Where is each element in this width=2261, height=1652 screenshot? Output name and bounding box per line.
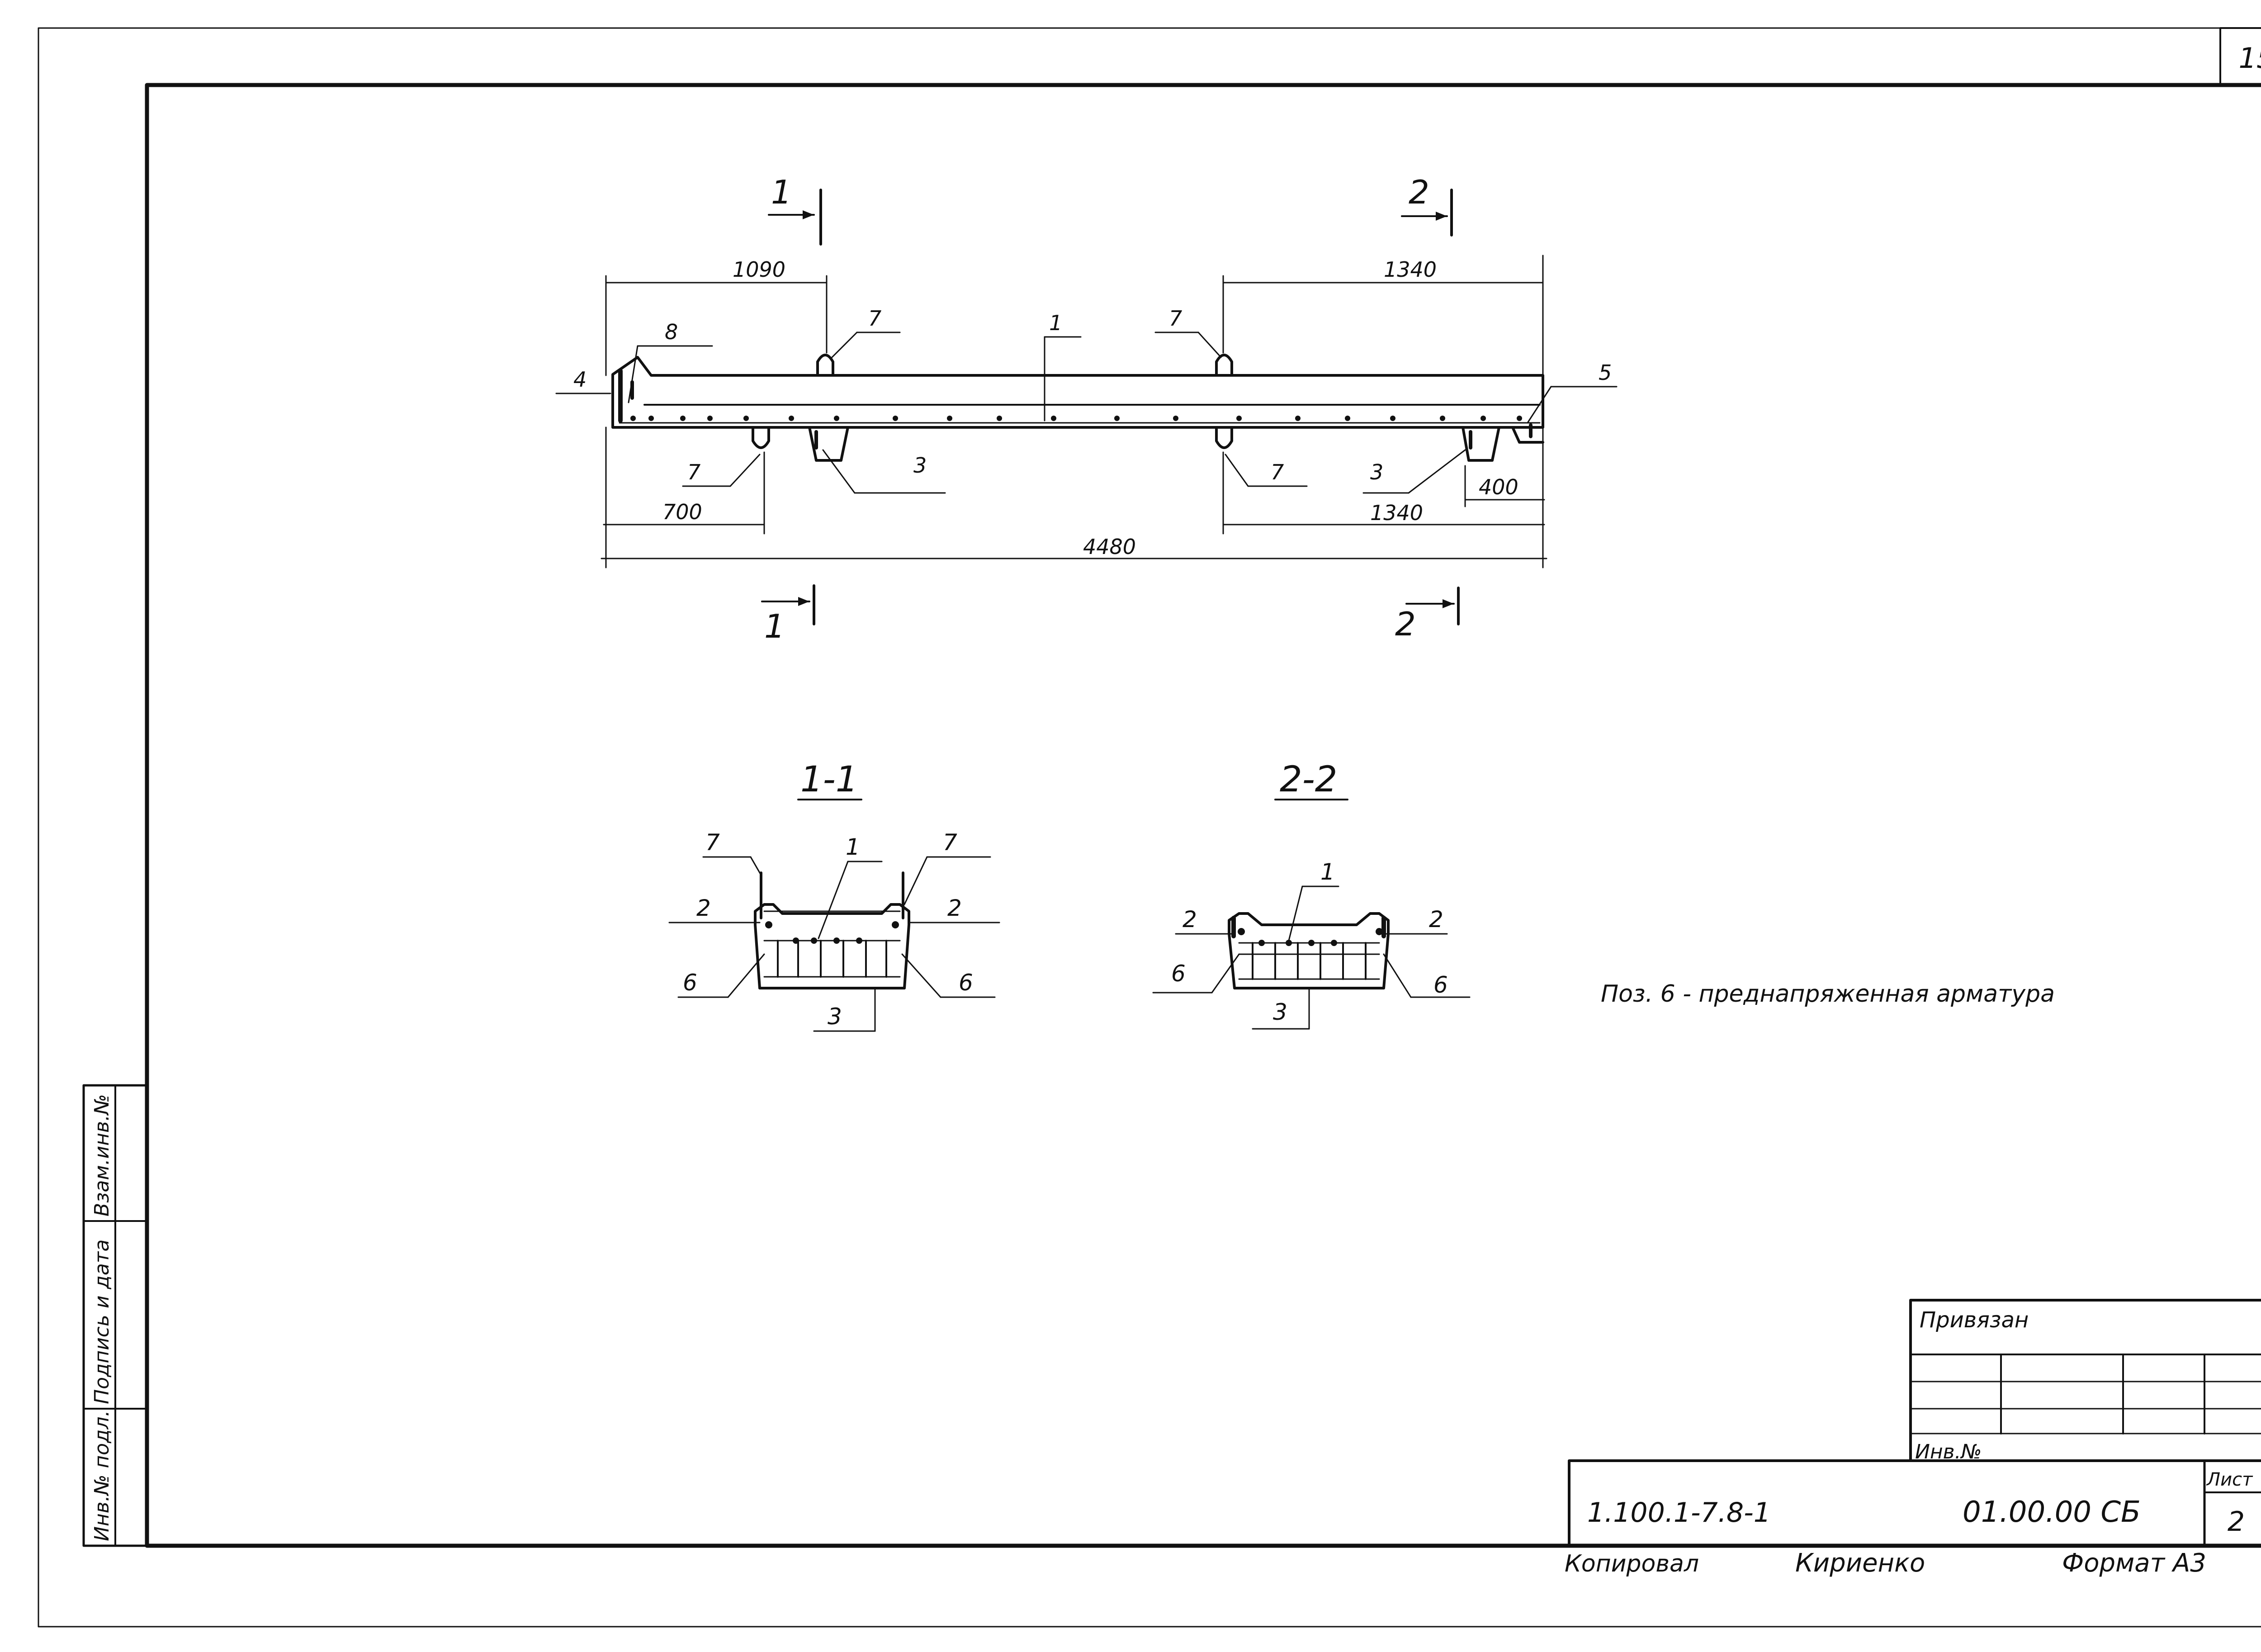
callout-5: 5	[1599, 360, 1612, 385]
dim-400: 400	[1479, 475, 1518, 499]
callout-3-right: 3	[1370, 460, 1383, 484]
callout-7-top-left: 7	[868, 306, 881, 331]
strand-dots	[630, 416, 1522, 421]
dim-1090: 1090	[733, 257, 785, 282]
section-1-1: 1-1	[668, 759, 1000, 1032]
section-2-2: 2-2 1 2 2 6	[1152, 759, 1471, 1030]
s2-callout-1: 1	[1320, 859, 1335, 885]
section-1-mark-top: 1	[771, 173, 792, 211]
prestress-note: Поз. 6 - преднапряженная арматура	[1601, 980, 2055, 1008]
callout-4: 4	[573, 367, 587, 392]
list-number: 2	[2228, 1506, 2245, 1538]
title-block: Привязан Инв.№ 1.100.1-7.8-1 01.00.00 СБ…	[1565, 1299, 2261, 1578]
copied-name: Кириенко	[1795, 1548, 1925, 1578]
leaders	[555, 331, 1618, 494]
section-1-leaders	[668, 856, 1000, 1032]
callout-7-bottom-left: 7	[687, 460, 700, 484]
format-label: Формат А3	[2062, 1548, 2206, 1578]
dim-1340-bottom: 1340	[1370, 501, 1423, 525]
s2-callout-6-right: 6	[1433, 972, 1448, 998]
section-1-mark-bottom: 1	[764, 607, 785, 645]
dim-700: 700	[662, 500, 702, 524]
s1-callout-6-right: 6	[959, 970, 973, 996]
dim-4480: 4480	[1083, 535, 1136, 559]
stamp-cell-podpis: Подпись и дата	[90, 1240, 114, 1404]
page-number: 15	[2239, 42, 2261, 75]
section-2-title: 2-2	[1280, 759, 1337, 800]
inner-frame	[145, 83, 2261, 1548]
outer-frame	[38, 27, 2261, 1628]
stamp-cell-inv-podl: Инв.№ подл.	[90, 1410, 114, 1541]
elevation-view: 1090 1340 700 1340 400 4480	[555, 173, 1618, 645]
dim-1340-top: 1340	[1384, 257, 1437, 282]
section-2-mark-bottom: 2	[1395, 605, 1416, 643]
s1-callout-2-right: 2	[947, 895, 962, 921]
callout-7-bottom-right: 7	[1271, 460, 1284, 484]
doc-code: 1.100.1-7.8-1	[1587, 1497, 1771, 1529]
s2-callout-6-left: 6	[1171, 961, 1186, 987]
page-number-box: 15	[2219, 27, 2261, 86]
section-2-leaders	[1152, 885, 1471, 1030]
s1-callout-7-right: 7	[943, 829, 957, 856]
section-1-title: 1-1	[800, 759, 858, 800]
drawing-code: 01.00.00 СБ	[1963, 1496, 2141, 1529]
callout-7-top-right: 7	[1169, 306, 1182, 331]
stamp-cell-vzam: Взам.инв.№	[90, 1094, 114, 1217]
dimension-lines	[601, 255, 1547, 568]
s2-callout-2-left: 2	[1183, 906, 1197, 933]
section-2-mark-top: 2	[1409, 173, 1429, 211]
s1-callout-3: 3	[828, 1004, 842, 1030]
privyazan-label: Привязан	[1920, 1307, 2029, 1333]
section-marks	[761, 189, 1460, 625]
s1-callout-2-left: 2	[696, 895, 711, 921]
callout-3-left: 3	[913, 453, 927, 478]
s1-callout-7-left: 7	[705, 829, 720, 856]
s2-callout-2-right: 2	[1429, 906, 1443, 933]
s1-callout-1: 1	[846, 834, 860, 860]
copied-label: Копировал	[1565, 1550, 1699, 1577]
s2-callout-3: 3	[1273, 999, 1287, 1025]
s1-callout-6-left: 6	[683, 970, 697, 996]
callout-8: 8	[665, 320, 678, 344]
left-stamp: Взам.инв.№ Подпись и дата Инв.№ подл.	[82, 1084, 148, 1547]
callout-1: 1	[1049, 311, 1062, 335]
list-label: Лист	[2206, 1469, 2253, 1490]
